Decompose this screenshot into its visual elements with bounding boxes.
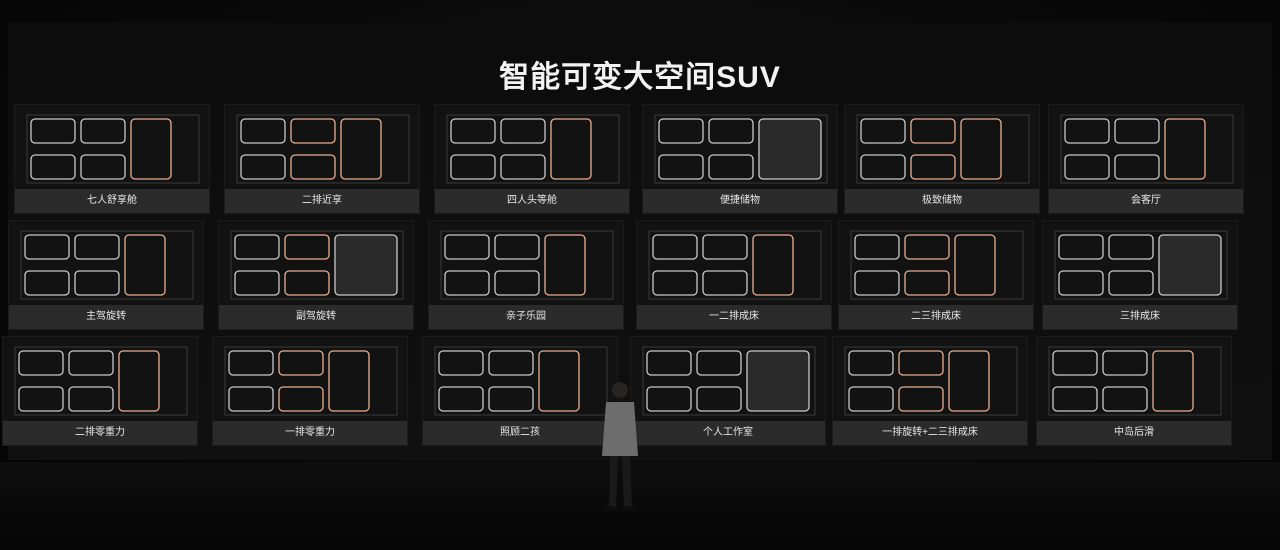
seat-mode-label: 二三排成床 (839, 305, 1033, 329)
seat-mode-label: 二排零重力 (3, 421, 197, 445)
seat-mode-tile: 二三排成床 (838, 220, 1034, 330)
seat-layout-diagram (224, 346, 398, 416)
seat-layout-diagram (20, 230, 194, 300)
seat-mode-label: 极致储物 (845, 189, 1039, 213)
seat-mode-grid: 七人舒享舱二排近享四人头等舱便捷储物极致储物会客厅主驾旋转副驾旋转亲子乐园一二排… (2, 104, 1266, 460)
seat-mode-tile: 中岛后滑 (1036, 336, 1232, 446)
seat-mode-tile: 极致储物 (844, 104, 1040, 214)
seat-mode-tile: 便捷储物 (642, 104, 838, 214)
seat-mode-label: 会客厅 (1049, 189, 1243, 213)
seat-mode-tile: 四人头等舱 (434, 104, 630, 214)
seat-mode-label: 一排旋转+二三排成床 (833, 421, 1027, 445)
seat-layout-diagram (230, 230, 404, 300)
seat-layout-diagram (1054, 230, 1228, 300)
seat-layout-diagram (236, 114, 410, 184)
seat-layout-diagram (1060, 114, 1234, 184)
seat-layout-diagram (14, 346, 188, 416)
seat-mode-label: 副驾旋转 (219, 305, 413, 329)
seat-mode-tile: 二排近享 (224, 104, 420, 214)
seat-layout-diagram (850, 230, 1024, 300)
seat-mode-tile: 个人工作室 (630, 336, 826, 446)
seat-mode-tile: 一排旋转+二三排成床 (832, 336, 1028, 446)
seat-mode-label: 亲子乐园 (429, 305, 623, 329)
seat-mode-label: 中岛后滑 (1037, 421, 1231, 445)
seat-mode-tile: 照顾二孩 (422, 336, 618, 446)
slide-title: 智能可变大空间SUV (499, 61, 781, 94)
seat-mode-label: 二排近享 (225, 189, 419, 213)
seat-mode-tile: 一排零重力 (212, 336, 408, 446)
seat-layout-diagram (844, 346, 1018, 416)
seat-mode-label: 七人舒享舱 (15, 189, 209, 213)
seat-mode-label: 便捷储物 (643, 189, 837, 213)
seat-mode-label: 个人工作室 (631, 421, 825, 445)
seat-mode-label: 一二排成床 (637, 305, 831, 329)
seat-mode-tile: 七人舒享舱 (14, 104, 210, 214)
presenter-figure (602, 382, 638, 510)
seat-layout-diagram (446, 114, 620, 184)
stage-floor (0, 462, 1280, 550)
seat-mode-tile: 三排成床 (1042, 220, 1238, 330)
seat-mode-tile: 一二排成床 (636, 220, 832, 330)
seat-mode-tile: 二排零重力 (2, 336, 198, 446)
seat-mode-label: 三排成床 (1043, 305, 1237, 329)
seat-mode-label: 主驾旋转 (9, 305, 203, 329)
seat-layout-diagram (1048, 346, 1222, 416)
seat-mode-tile: 亲子乐园 (428, 220, 624, 330)
seat-layout-diagram (642, 346, 816, 416)
seat-layout-diagram (434, 346, 608, 416)
seat-layout-diagram (856, 114, 1030, 184)
seat-mode-label: 四人头等舱 (435, 189, 629, 213)
seat-layout-diagram (26, 114, 200, 184)
seat-mode-tile: 主驾旋转 (8, 220, 204, 330)
seat-layout-diagram (654, 114, 828, 184)
seat-layout-diagram (648, 230, 822, 300)
seat-mode-tile: 副驾旋转 (218, 220, 414, 330)
seat-mode-label: 一排零重力 (213, 421, 407, 445)
seat-layout-diagram (440, 230, 614, 300)
seat-mode-tile: 会客厅 (1048, 104, 1244, 214)
seat-mode-label: 照顾二孩 (423, 421, 617, 445)
